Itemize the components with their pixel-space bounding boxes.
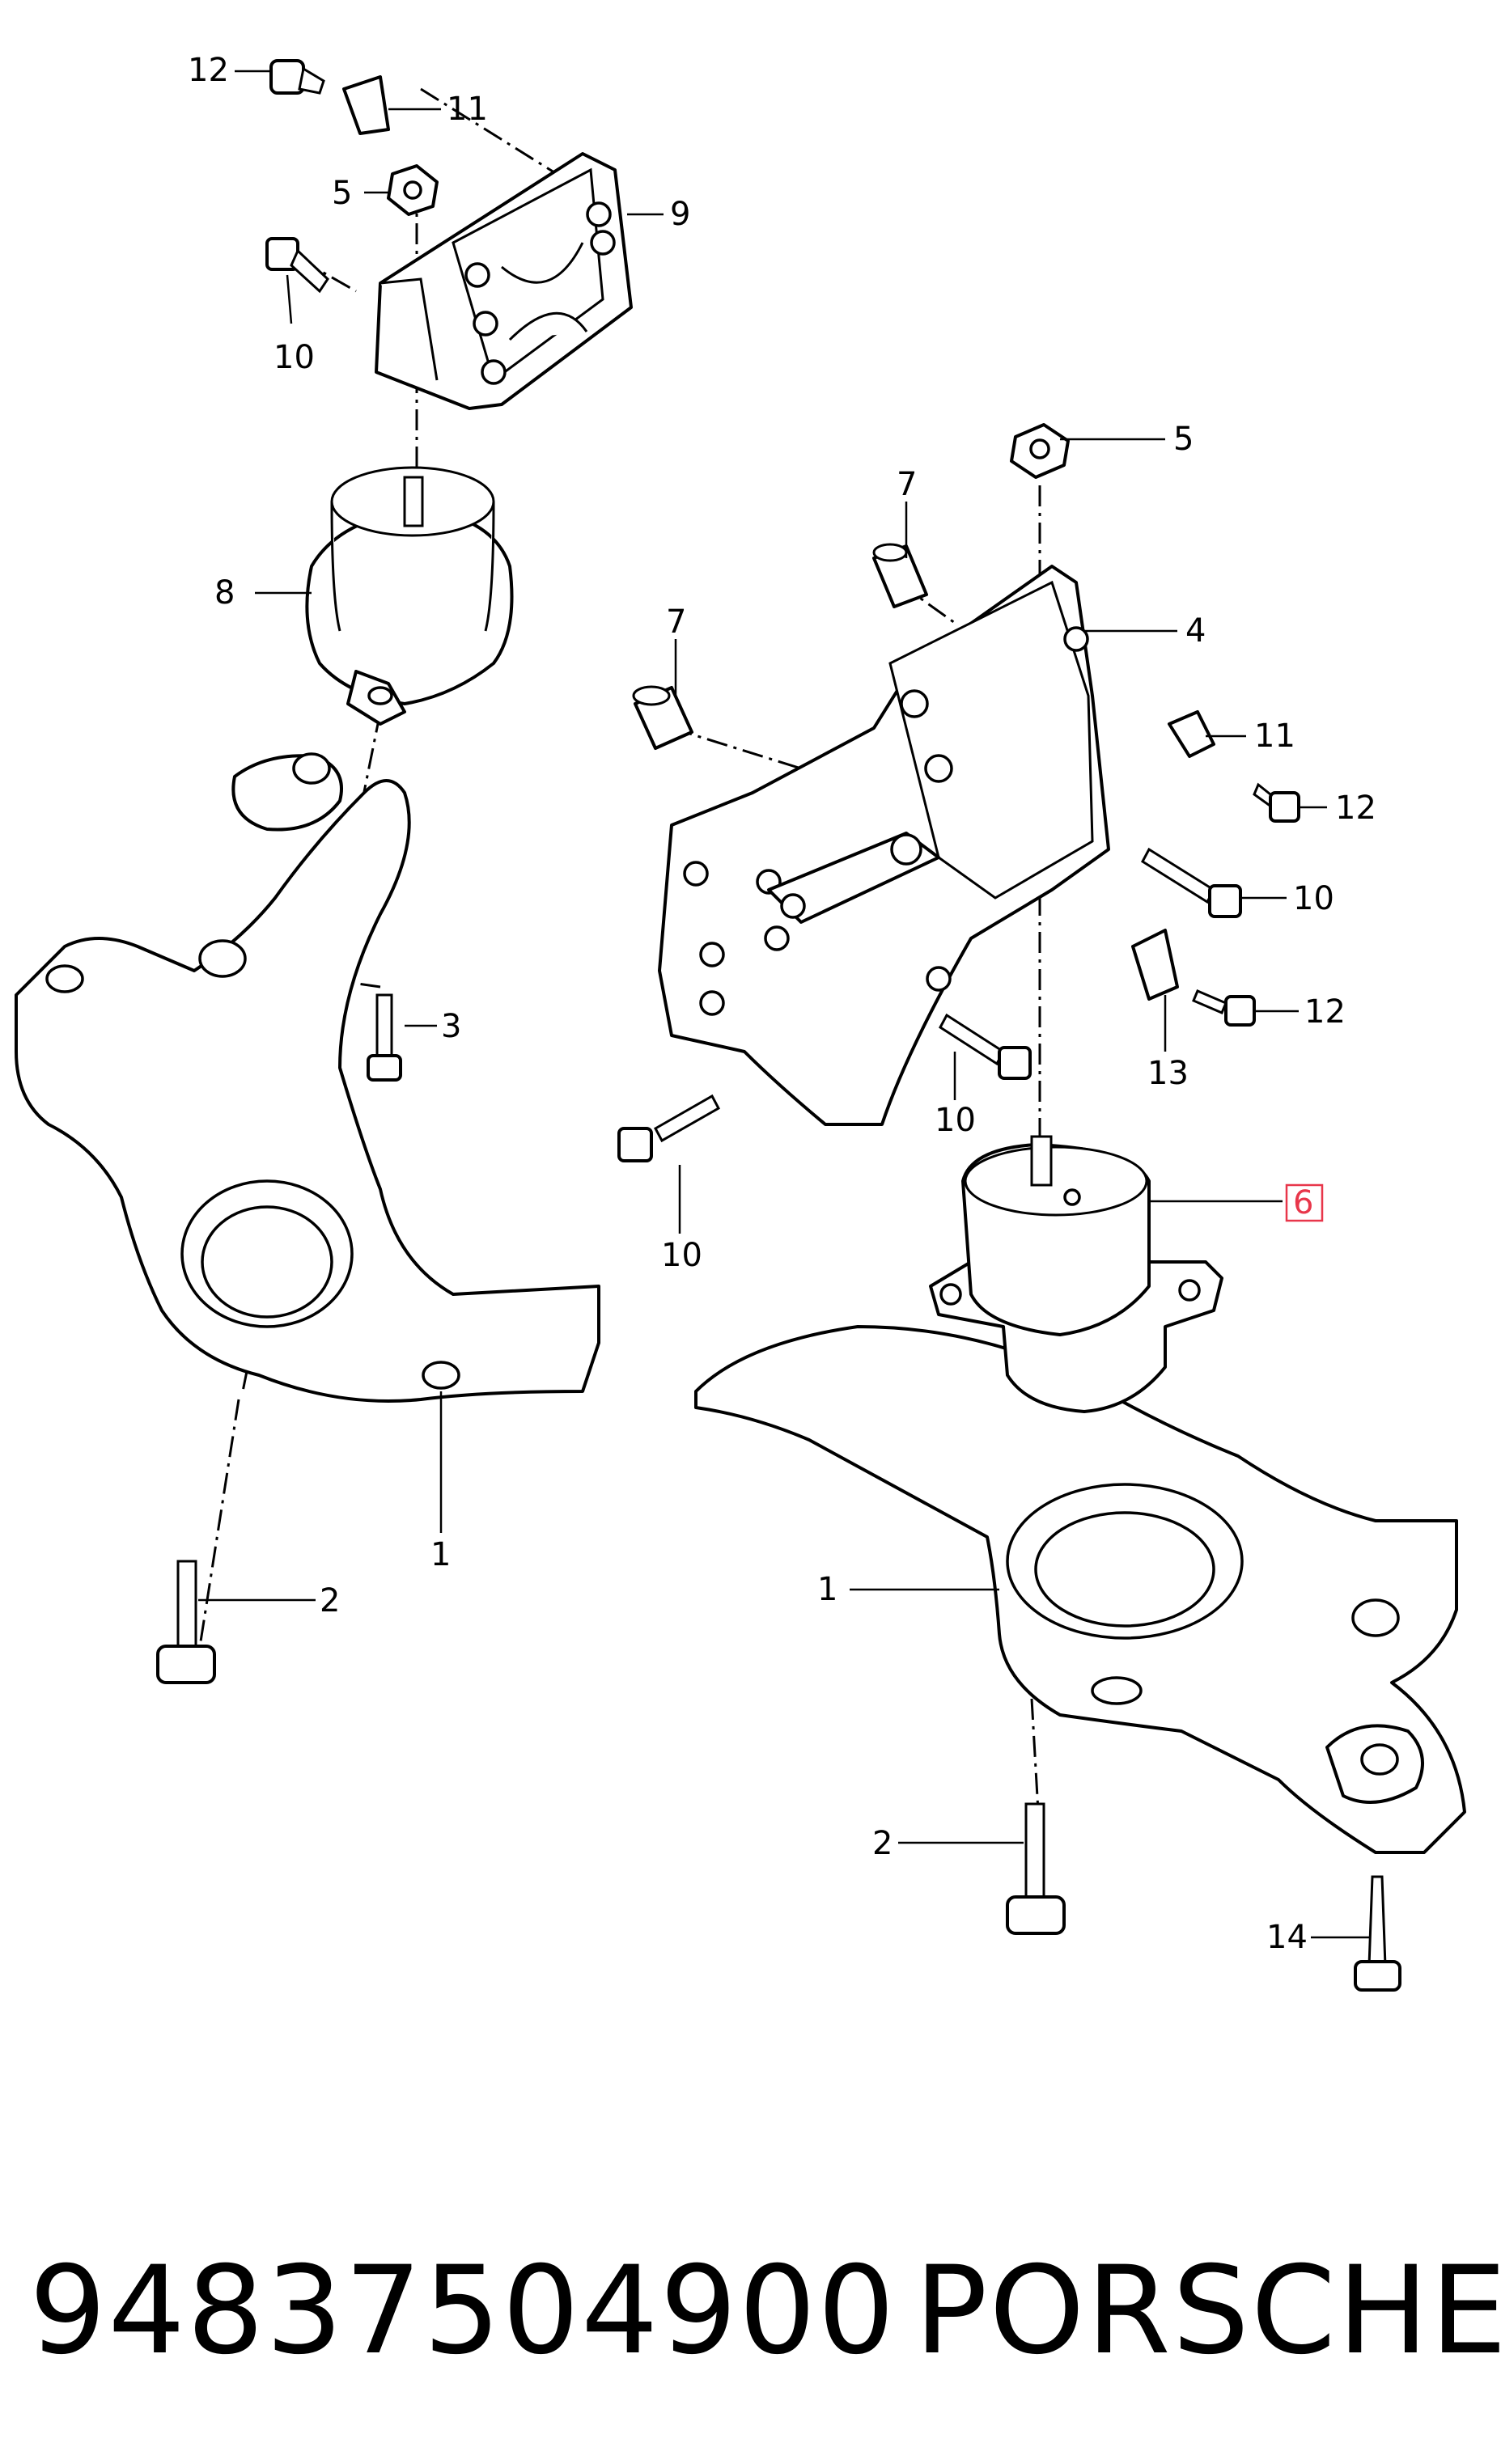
callout-8: 8 (214, 574, 235, 612)
callout-12: 12 (1335, 790, 1376, 827)
callout-12: 12 (188, 52, 229, 89)
left-engine-mount (305, 466, 514, 726)
right-bolt-10c (617, 1094, 721, 1162)
left-mount-bracket (375, 152, 633, 410)
right-nut-5 (1010, 423, 1070, 479)
callout-11: 11 (447, 91, 488, 128)
callout-14: 14 (1266, 1919, 1308, 1956)
left-clip-11 (342, 75, 390, 135)
right-engine-mount (929, 1135, 1223, 1413)
right-bolt-10b (939, 1013, 1032, 1080)
right-bolt-2 (1006, 1802, 1066, 1935)
callout-2: 2 (320, 1582, 340, 1619)
left-nut-5 (387, 164, 439, 216)
callout-12: 12 (1304, 993, 1346, 1031)
callout-1: 1 (430, 1536, 451, 1573)
callout-3: 3 (441, 1008, 461, 1045)
callout-4: 4 (1185, 612, 1206, 650)
left-bolt-2 (156, 1560, 216, 1684)
callout-5: 5 (332, 175, 352, 212)
left-crossmember (15, 752, 600, 1403)
right-bolt-12b (1192, 989, 1256, 1027)
callout-5: 5 (1173, 421, 1194, 458)
right-bolt-14 (1354, 1875, 1401, 1992)
callout-7: 7 (666, 603, 686, 641)
right-crossmember (694, 1325, 1466, 1854)
left-bolt-12 (269, 59, 325, 95)
callout-10: 10 (1293, 880, 1334, 917)
right-mount-bracket (658, 565, 1110, 1126)
callout-13: 13 (1147, 1055, 1189, 1092)
callout-11: 11 (1254, 718, 1295, 755)
right-clip-13 (1131, 929, 1179, 1001)
axis-line (193, 1399, 240, 1683)
callout-1: 1 (817, 1571, 837, 1608)
left-bolt-3 (367, 993, 402, 1082)
callout-6: 6 (1293, 1184, 1313, 1221)
callout-10: 10 (273, 339, 315, 376)
exploded-parts-diagram: 12 11 5 9 10 8 3 1 2 5 7 7 4 11 12 10 12… (15, 52, 1466, 1992)
right-bolt-10a (1141, 847, 1242, 918)
part-number: 94837504900 (29, 2241, 897, 2381)
right-bolt-12a (1253, 782, 1300, 823)
left-bolt-10 (265, 237, 329, 294)
callout-6-highlight (1285, 1183, 1324, 1222)
right-spacer-7b (632, 685, 693, 750)
leader-lines (198, 70, 1369, 1939)
callout-10: 10 (935, 1102, 976, 1139)
callout-2: 2 (872, 1825, 893, 1862)
right-spacer-7a (872, 543, 928, 608)
part-caption: 94837504900 PORSCHE (0, 2184, 1501, 2464)
callout-10: 10 (661, 1237, 702, 1274)
brand-name: PORSCHE (914, 2241, 1501, 2381)
callout-9: 9 (670, 196, 690, 233)
right-clip-11 (1168, 710, 1215, 758)
callout-7: 7 (897, 466, 917, 503)
callout-labels: 12 11 5 9 10 8 3 1 2 5 7 7 4 11 12 10 12… (188, 52, 1376, 1956)
